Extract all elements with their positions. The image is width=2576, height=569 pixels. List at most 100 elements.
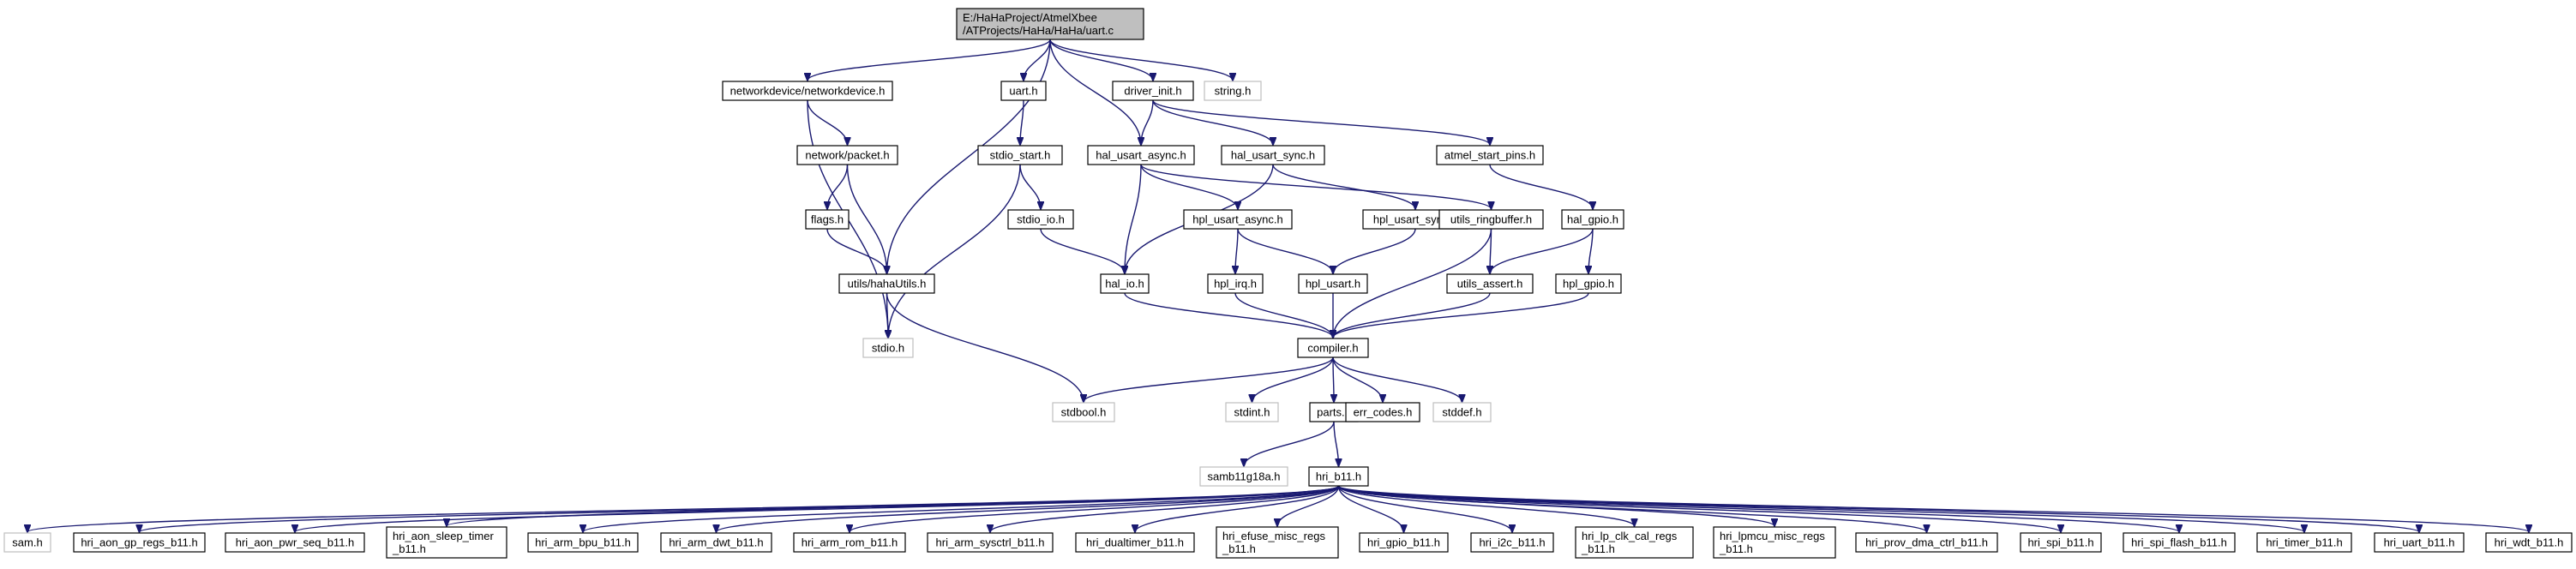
- node-uart_c[interactable]: E:/HaHaProject/AtmelXbee/ATProjects/HaHa…: [956, 8, 1144, 40]
- node-box-hri_spi_flash_b11_h[interactable]: [2123, 532, 2236, 553]
- node-box-stdint_h[interactable]: [1225, 402, 1279, 422]
- node-box-hal_usart_async_h[interactable]: [1087, 145, 1195, 165]
- node-networkdevice_h[interactable]: networkdevice/networkdevice.h: [722, 81, 893, 101]
- node-hri_lpmcu_misc_regs_b11_h[interactable]: hri_lpmcu_misc_regs_b11.h: [1713, 526, 1836, 559]
- node-stdio_h[interactable]: stdio.h: [862, 338, 914, 358]
- node-hahautils_h[interactable]: utils/hahaUtils.h: [838, 273, 935, 294]
- node-box-hri_arm_rom_b11_h[interactable]: [793, 532, 906, 553]
- node-hri_lp_clk_cal_regs_b11_h[interactable]: hri_lp_clk_cal_regs_b11.h: [1575, 526, 1694, 559]
- node-box-hri_prov_dma_ctrl_b11_h[interactable]: [1855, 532, 1998, 553]
- node-box-hri_aon_sleep_timer_b11_h[interactable]: [386, 526, 507, 559]
- node-box-hal_io_h[interactable]: [1100, 273, 1150, 294]
- node-hri_arm_sysctrl_b11_h[interactable]: hri_arm_sysctrl_b11.h: [927, 532, 1054, 553]
- node-box-hri_aon_pwr_seq_b11_h[interactable]: [225, 532, 365, 553]
- node-box-hahautils_h[interactable]: [838, 273, 935, 294]
- node-compiler_h[interactable]: compiler.h: [1297, 338, 1369, 358]
- node-driver_init_h[interactable]: driver_init.h: [1112, 81, 1194, 101]
- node-hri_b11_h[interactable]: hri_b11.h: [1308, 466, 1369, 487]
- node-box-hri_i2c_b11_h[interactable]: [1470, 532, 1554, 553]
- node-hri_arm_dwt_b11_h[interactable]: hri_arm_dwt_b11.h: [660, 532, 772, 553]
- node-box-stddef_h[interactable]: [1432, 402, 1492, 422]
- node-box-hri_timer_b11_h[interactable]: [2256, 532, 2352, 553]
- node-hpl_irq_h[interactable]: hpl_irq.h: [1207, 273, 1264, 294]
- node-box-stdio_start_h[interactable]: [977, 145, 1063, 165]
- node-hri_timer_b11_h[interactable]: hri_timer_b11.h: [2256, 532, 2352, 553]
- node-box-uart_h[interactable]: [1000, 81, 1047, 101]
- node-box-hri_aon_gp_regs_b11_h[interactable]: [73, 532, 206, 553]
- node-hri_arm_bpu_b11_h[interactable]: hri_arm_bpu_b11.h: [527, 532, 639, 553]
- node-box-hal_gpio_h[interactable]: [1561, 209, 1624, 230]
- node-hri_efuse_misc_regs_b11_h[interactable]: hri_efuse_misc_regs_b11.h: [1216, 526, 1339, 559]
- node-box-stdbool_h[interactable]: [1052, 402, 1115, 422]
- node-box-uart_c[interactable]: [956, 8, 1144, 40]
- node-hpl_usart_h[interactable]: hpl_usart.h: [1298, 273, 1368, 294]
- node-stdbool_h[interactable]: stdbool.h: [1052, 402, 1115, 422]
- node-stdio_start_h[interactable]: stdio_start.h: [977, 145, 1063, 165]
- node-box-packet_h[interactable]: [796, 145, 898, 165]
- node-box-err_codes_h[interactable]: [1345, 402, 1420, 422]
- node-hpl_gpio_h[interactable]: hpl_gpio.h: [1555, 273, 1622, 294]
- node-box-hri_dualtimer_b11_h[interactable]: [1075, 532, 1195, 553]
- node-box-hri_spi_b11_h[interactable]: [2020, 532, 2102, 553]
- node-packet_h[interactable]: network/packet.h: [796, 145, 898, 165]
- node-box-samb11g18a_h[interactable]: [1199, 466, 1288, 487]
- node-box-utils_ringbuffer_h[interactable]: [1438, 209, 1544, 230]
- node-hal_usart_async_h[interactable]: hal_usart_async.h: [1087, 145, 1195, 165]
- node-box-networkdevice_h[interactable]: [722, 81, 893, 101]
- node-atmel_start_pins_h[interactable]: atmel_start_pins.h: [1436, 145, 1544, 165]
- node-hri_arm_rom_b11_h[interactable]: hri_arm_rom_b11.h: [793, 532, 906, 553]
- node-stdio_io_h[interactable]: stdio_io.h: [1007, 209, 1074, 230]
- node-string_h[interactable]: string.h: [1204, 81, 1262, 101]
- node-hal_usart_sync_h[interactable]: hal_usart_sync.h: [1221, 145, 1325, 165]
- node-box-hri_uart_b11_h[interactable]: [2374, 532, 2465, 553]
- node-samb11g18a_h[interactable]: samb11g18a.h: [1199, 466, 1288, 487]
- node-box-hri_gpio_b11_h[interactable]: [1359, 532, 1449, 553]
- node-box-string_h[interactable]: [1204, 81, 1262, 101]
- node-utils_assert_h[interactable]: utils_assert.h: [1446, 273, 1534, 294]
- node-hri_spi_flash_b11_h[interactable]: hri_spi_flash_b11.h: [2123, 532, 2236, 553]
- node-hri_aon_sleep_timer_b11_h[interactable]: hri_aon_sleep_timer_b11.h: [386, 526, 507, 559]
- node-box-sam_h[interactable]: [3, 532, 51, 553]
- node-box-hpl_gpio_h[interactable]: [1555, 273, 1622, 294]
- node-hri_i2c_b11_h[interactable]: hri_i2c_b11.h: [1470, 532, 1554, 553]
- node-hri_uart_b11_h[interactable]: hri_uart_b11.h: [2374, 532, 2465, 553]
- node-hri_aon_gp_regs_b11_h[interactable]: hri_aon_gp_regs_b11.h: [73, 532, 206, 553]
- node-box-hpl_usart_h[interactable]: [1298, 273, 1368, 294]
- node-hri_prov_dma_ctrl_b11_h[interactable]: hri_prov_dma_ctrl_b11.h: [1855, 532, 1998, 553]
- node-box-hri_b11_h[interactable]: [1308, 466, 1369, 487]
- node-box-hri_arm_sysctrl_b11_h[interactable]: [927, 532, 1054, 553]
- node-box-stdio_h[interactable]: [862, 338, 914, 358]
- node-box-atmel_start_pins_h[interactable]: [1436, 145, 1544, 165]
- node-stdint_h[interactable]: stdint.h: [1225, 402, 1279, 422]
- node-hri_gpio_b11_h[interactable]: hri_gpio_b11.h: [1359, 532, 1449, 553]
- node-hpl_usart_async_h[interactable]: hpl_usart_async.h: [1183, 209, 1293, 230]
- node-box-hri_efuse_misc_regs_b11_h[interactable]: [1216, 526, 1339, 559]
- node-box-utils_assert_h[interactable]: [1446, 273, 1534, 294]
- node-hal_io_h[interactable]: hal_io.h: [1100, 273, 1150, 294]
- node-box-driver_init_h[interactable]: [1112, 81, 1194, 101]
- node-box-hri_arm_bpu_b11_h[interactable]: [527, 532, 639, 553]
- node-hal_gpio_h[interactable]: hal_gpio.h: [1561, 209, 1624, 230]
- node-box-compiler_h[interactable]: [1297, 338, 1369, 358]
- node-hri_aon_pwr_seq_b11_h[interactable]: hri_aon_pwr_seq_b11.h: [225, 532, 365, 553]
- node-box-hri_lp_clk_cal_regs_b11_h[interactable]: [1575, 526, 1694, 559]
- node-sam_h[interactable]: sam.h: [3, 532, 51, 553]
- node-uart_h[interactable]: uart.h: [1000, 81, 1047, 101]
- node-flags_h[interactable]: flags.h: [805, 209, 850, 230]
- node-utils_ringbuffer_h[interactable]: utils_ringbuffer.h: [1438, 209, 1544, 230]
- node-hri_dualtimer_b11_h[interactable]: hri_dualtimer_b11.h: [1075, 532, 1195, 553]
- node-box-flags_h[interactable]: [805, 209, 850, 230]
- node-box-hal_usart_sync_h[interactable]: [1221, 145, 1325, 165]
- node-box-hpl_irq_h[interactable]: [1207, 273, 1264, 294]
- node-box-stdio_io_h[interactable]: [1007, 209, 1074, 230]
- node-label-hri_efuse_misc_regs_b11_h-line-0: hri_efuse_misc_regs: [1222, 530, 1325, 542]
- node-box-hpl_usart_async_h[interactable]: [1183, 209, 1293, 230]
- node-box-hri_arm_dwt_b11_h[interactable]: [660, 532, 772, 553]
- node-stddef_h[interactable]: stddef.h: [1432, 402, 1492, 422]
- node-hri_spi_b11_h[interactable]: hri_spi_b11.h: [2020, 532, 2102, 553]
- node-box-hri_wdt_b11_h[interactable]: [2485, 532, 2573, 553]
- node-err_codes_h[interactable]: err_codes.h: [1345, 402, 1420, 422]
- node-hri_wdt_b11_h[interactable]: hri_wdt_b11.h: [2485, 532, 2573, 553]
- node-box-hri_lpmcu_misc_regs_b11_h[interactable]: [1713, 526, 1836, 559]
